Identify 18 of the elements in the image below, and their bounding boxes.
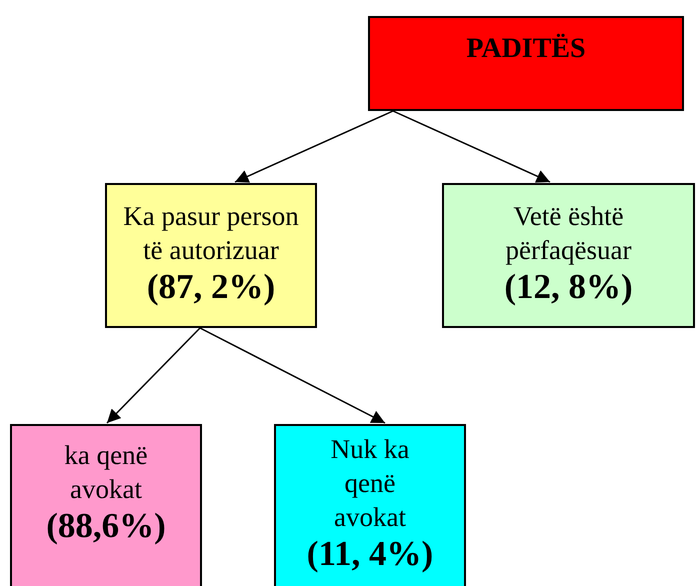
percentage-text: (12, 8%) <box>504 267 633 307</box>
arrow <box>106 327 201 424</box>
arrow <box>200 327 386 424</box>
box-label: Vetë është përfaqësuar <box>504 200 632 267</box>
box-label: Ka pasur person të autorizuar <box>122 200 300 267</box>
percentage-text: (88,6%) <box>46 506 166 546</box>
percentage-text: (87, 2%) <box>146 267 276 307</box>
box-label: ka qenë avokat <box>63 439 149 506</box>
process-box <box>274 424 466 586</box>
arrow <box>392 110 550 183</box>
process-box <box>10 424 202 586</box>
arrow <box>234 110 394 183</box>
percentage-text: (11, 4%) <box>306 534 434 574</box>
process-box <box>368 16 684 111</box>
box-label: Nuk ka qenë avokat <box>330 433 410 534</box>
process-box <box>105 183 317 328</box>
process-box <box>442 183 695 328</box>
box-label: PADITËS <box>466 32 586 66</box>
